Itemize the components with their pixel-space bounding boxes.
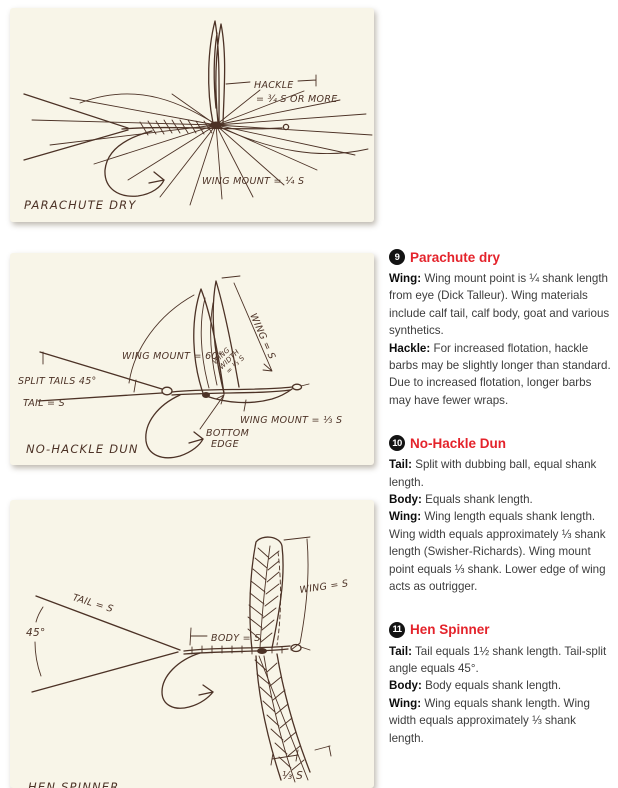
section-title: Parachute dry bbox=[410, 249, 501, 265]
paragraph: Hackle: For increased flotation, hackle … bbox=[389, 340, 613, 410]
label-mount-angle: WING MOUNT = 60° bbox=[122, 351, 223, 362]
width-dim bbox=[270, 745, 332, 766]
wing-upper-barbs-left bbox=[247, 547, 269, 641]
hackle-leader bbox=[225, 74, 317, 87]
label-wing-dim: WING = S bbox=[247, 312, 277, 361]
wing-post bbox=[208, 20, 226, 124]
tail-angle-arc bbox=[34, 606, 44, 677]
hook-bend bbox=[104, 130, 165, 197]
paragraph: Wing: Wing mount point is ¼ shank length… bbox=[389, 270, 613, 340]
wing-lower-barbs-right bbox=[266, 662, 305, 771]
hook-barb bbox=[148, 171, 165, 184]
paragraph: Body: Equals shank length. bbox=[389, 491, 613, 508]
section-title: No-Hackle Dun bbox=[410, 435, 507, 451]
paragraph-lead: Wing: bbox=[389, 696, 422, 710]
label-wing-mount: WING MOUNT = ¼ S bbox=[202, 176, 304, 187]
label-angle: 45° bbox=[26, 627, 46, 639]
panel-hen-spinner: TAIL = S 45° BODY = S WING = S ⅓ S HEN S… bbox=[10, 500, 374, 788]
label-hackle-length: = ¾ S OR MORE bbox=[256, 94, 338, 105]
bottom-edge-arrow bbox=[199, 394, 225, 430]
tail-lines bbox=[37, 351, 163, 402]
thread-head bbox=[210, 121, 222, 129]
label-wing-mount: WING MOUNT = ⅓ S bbox=[240, 415, 342, 426]
hook-eye bbox=[290, 643, 302, 653]
paragraph-text: Tail equals 1½ shank length. Tail-split … bbox=[389, 644, 607, 675]
hook-eye bbox=[282, 123, 290, 131]
panel-no-hackle-dun: WING = S WING MOUNT = 60° WING WIDTH = ⅓… bbox=[10, 253, 374, 465]
label-split-tails: SPLIT TAILS 45° bbox=[18, 376, 97, 387]
paragraph: Body: Body equals shank length. bbox=[389, 677, 613, 694]
paragraph-lead: Wing: bbox=[389, 510, 422, 524]
panel-parachute-dry: HACKLE = ¾ S OR MORE WING MOUNT = ¼ S PA… bbox=[10, 8, 374, 222]
section-no-hackle-dun: 10 No-Hackle Dun Tail: Split with dubbin… bbox=[389, 435, 613, 595]
text-column: 9 Parachute dry Wing: Wing mount point i… bbox=[389, 249, 613, 773]
body-hatch bbox=[139, 119, 213, 136]
wing-lower-barbs-left bbox=[254, 659, 292, 769]
section-hen-spinner: 11 Hen Spinner Tail: Tail equals 1½ shan… bbox=[389, 621, 613, 747]
paragraph-text: Wing length equals shank length. Wing wi… bbox=[389, 510, 606, 594]
diagram-caption: NO-HACKLE DUN bbox=[26, 442, 139, 456]
hook-shank bbox=[121, 126, 283, 130]
paragraph-text: Split with dubbing ball, equal shank len… bbox=[389, 458, 597, 489]
thread-head bbox=[257, 648, 267, 654]
dubbing-ball bbox=[161, 386, 173, 396]
wing-lower bbox=[255, 653, 311, 781]
hook-eye bbox=[291, 383, 303, 391]
wing-bottom-edge bbox=[205, 388, 293, 404]
section-number-badge: 9 bbox=[389, 249, 405, 265]
paragraph: Wing: Wing length equals shank length. W… bbox=[389, 508, 613, 595]
label-hackle: HACKLE bbox=[254, 80, 294, 91]
paragraph: Tail: Tail equals 1½ shank length. Tail-… bbox=[389, 643, 613, 678]
paragraph-text: Body equals shank length. bbox=[425, 679, 562, 693]
paragraph-lead: Body: bbox=[389, 493, 422, 507]
paragraph-text: Wing equals shank length. Wing width equ… bbox=[389, 696, 590, 745]
thread-head bbox=[202, 392, 210, 398]
paragraph-lead: Tail: bbox=[389, 644, 412, 658]
hook-shank bbox=[171, 386, 293, 396]
hen-spinner-sketch: TAIL = S 45° BODY = S WING = S ⅓ S HEN S… bbox=[26, 536, 349, 788]
paragraph-lead: Hackle: bbox=[389, 341, 431, 355]
paragraph: Wing: Wing equals shank length. Wing wid… bbox=[389, 695, 613, 747]
wing-dim-bracket bbox=[283, 536, 311, 651]
section-heading: 10 No-Hackle Dun bbox=[389, 435, 613, 452]
label-wing: WING = S bbox=[299, 578, 349, 596]
diagram-caption: HEN SPINNER bbox=[28, 780, 119, 788]
parachute-dry-sketch: HACKLE = ¾ S OR MORE WING MOUNT = ¼ S PA… bbox=[23, 20, 373, 212]
wing-upper-barbs-right bbox=[260, 550, 280, 643]
paragraph: Tail: Split with dubbing ball, equal sha… bbox=[389, 456, 613, 491]
hook-barb bbox=[198, 684, 214, 696]
hook-bend bbox=[161, 652, 214, 709]
wing-front bbox=[193, 288, 225, 397]
paragraph-lead: Wing: bbox=[389, 272, 422, 285]
wing-rear bbox=[212, 280, 240, 394]
label-bottom: BOTTOM bbox=[206, 428, 249, 439]
section-heading: 9 Parachute dry bbox=[389, 249, 613, 265]
paragraph-text: Wing mount point is ¼ shank length from … bbox=[389, 272, 610, 338]
label-body: BODY = S bbox=[211, 633, 261, 644]
hook-bend bbox=[145, 394, 204, 459]
section-title: Hen Spinner bbox=[410, 622, 490, 637]
paragraph-text: For increased flotation, hackle barbs ma… bbox=[389, 341, 611, 407]
hook-shank bbox=[183, 645, 291, 655]
tail-lines bbox=[23, 93, 129, 161]
section-heading: 11 Hen Spinner bbox=[389, 621, 613, 638]
paragraph-text: Equals shank length. bbox=[425, 493, 533, 507]
body-dim bbox=[189, 627, 208, 646]
hackle-fibers bbox=[31, 89, 373, 206]
label-edge: EDGE bbox=[211, 439, 239, 450]
diagram-caption: PARACHUTE DRY bbox=[24, 198, 137, 212]
hook-barb bbox=[188, 431, 204, 444]
section-number-badge: 11 bbox=[389, 621, 405, 638]
label-width: ⅓ S bbox=[282, 770, 303, 782]
tail-lines bbox=[31, 595, 181, 693]
label-tail: TAIL = S bbox=[23, 398, 65, 409]
no-hackle-dun-sketch: WING = S WING MOUNT = 60° WING WIDTH = ⅓… bbox=[18, 275, 342, 459]
section-number-badge: 10 bbox=[389, 435, 405, 452]
paragraph-lead: Tail: bbox=[389, 458, 412, 472]
section-parachute-dry: 9 Parachute dry Wing: Wing mount point i… bbox=[389, 249, 613, 409]
paragraph-lead: Body: bbox=[389, 679, 422, 693]
mount-angle-arc bbox=[128, 294, 195, 384]
wing-dim-line bbox=[221, 275, 273, 372]
